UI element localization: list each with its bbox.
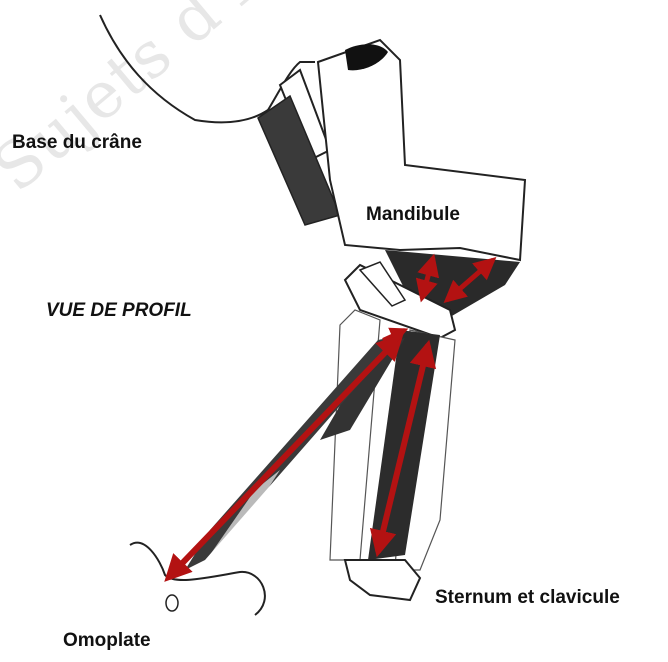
sternum-clavicle-drawing <box>345 560 420 600</box>
mandible-label: Mandibule <box>366 204 460 226</box>
sternum-clavicle-label: Sternum et clavicule <box>435 587 620 609</box>
scapula-label: Omoplate <box>63 630 151 652</box>
skull-base-label: Base du crâne <box>12 132 142 154</box>
profile-view-label: VUE DE PROFIL <box>46 300 192 322</box>
mandible-drawing <box>318 40 525 260</box>
